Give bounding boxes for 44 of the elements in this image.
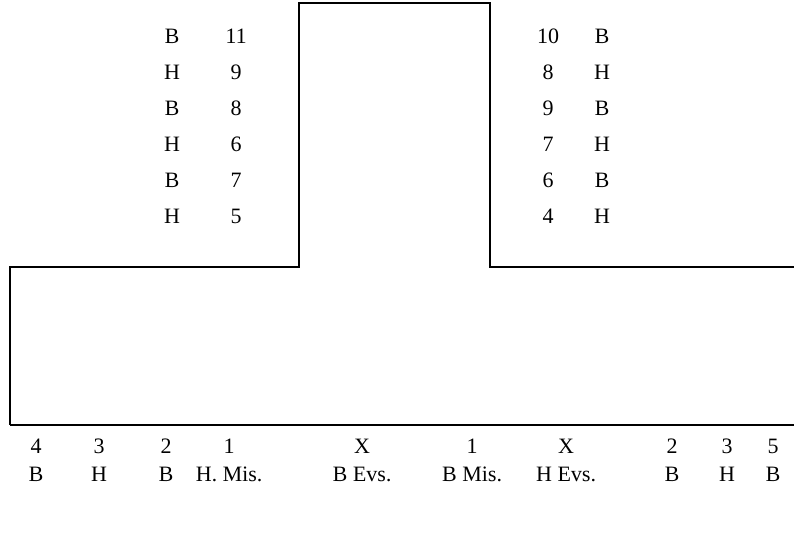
- position-label: X: [558, 435, 574, 457]
- position-label: 3: [94, 435, 104, 457]
- seat-label: B: [594, 25, 610, 47]
- seat-label: 7: [542, 133, 554, 155]
- position-label: 2: [666, 435, 678, 457]
- position-label: B: [158, 463, 174, 485]
- seat-label: 9: [230, 61, 242, 83]
- seat-label: H: [594, 61, 610, 83]
- seat-label: H: [164, 61, 180, 83]
- seat-label: 8: [542, 61, 554, 83]
- position-label: 2: [160, 435, 172, 457]
- position-label: H: [91, 463, 107, 485]
- position-label: H: [719, 463, 735, 485]
- position-label: H. Mis.: [196, 463, 262, 485]
- seat-label: H: [594, 205, 610, 227]
- seat-label: 9: [542, 97, 554, 119]
- position-label: B: [664, 463, 680, 485]
- position-label: 1: [466, 435, 478, 457]
- seat-label: B: [594, 97, 610, 119]
- position-label: 1: [224, 435, 234, 457]
- seat-label: B: [164, 25, 180, 47]
- seat-label: B: [164, 97, 180, 119]
- seat-label: H: [594, 133, 610, 155]
- seat-label: H: [164, 133, 180, 155]
- seat-label: 8: [230, 97, 242, 119]
- position-label: 5: [768, 435, 778, 457]
- position-label: B Mis.: [442, 463, 502, 485]
- position-label: H Evs.: [536, 463, 596, 485]
- seat-label: 11: [225, 25, 247, 47]
- seat-label: 7: [230, 169, 242, 191]
- seat-label: H: [164, 205, 180, 227]
- seat-label: 10: [537, 25, 559, 47]
- seat-label: 6: [230, 133, 242, 155]
- seat-label: B: [164, 169, 180, 191]
- position-label: B: [28, 463, 44, 485]
- position-label: B: [766, 463, 780, 485]
- seat-label: 6: [542, 169, 554, 191]
- position-label: B Evs.: [332, 463, 392, 485]
- position-label: 3: [722, 435, 732, 457]
- position-label: 4: [30, 435, 42, 457]
- seat-label: 4: [542, 205, 554, 227]
- seat-label: 5: [230, 205, 242, 227]
- seat-label: B: [594, 169, 610, 191]
- position-label: X: [354, 435, 370, 457]
